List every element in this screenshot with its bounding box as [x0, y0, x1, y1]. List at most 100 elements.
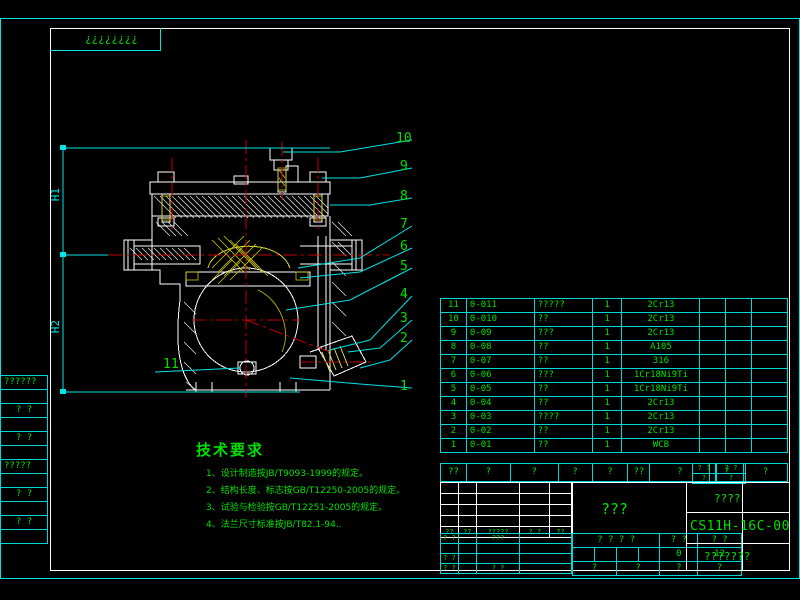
signature-cell-c: ? ? [475, 563, 521, 574]
parts-cell-name: ?? [533, 424, 593, 439]
revision-cell-d [519, 493, 551, 505]
parts-cell-name: ?? [533, 312, 593, 327]
inner-frame-left [50, 28, 51, 571]
parts-cell-name: ??? [533, 326, 593, 341]
left-strip-cell [0, 529, 48, 544]
parts-cell-material: 316 [621, 354, 701, 369]
parts-cell-code: 0-07 [465, 354, 535, 369]
tech-note-line: 1、设计制造按JB/T9093-1999的规定。 [206, 469, 369, 479]
spec-header-2: ? ? [659, 533, 699, 548]
parts-cell-c8 [751, 312, 788, 327]
balloon-10: 10 [396, 131, 412, 146]
balloon-7: 7 [400, 217, 408, 232]
parts-cell-material: 1Cr18Ni9Ti [621, 382, 701, 397]
balloon-5: 5 [400, 259, 408, 274]
left-strip-table: ?????? ? ? ? ? ????? ? ? ? ? [0, 375, 48, 544]
revision-row [440, 493, 572, 505]
dimension-h1-label: H1 [49, 188, 62, 202]
signature-cell-d [519, 563, 572, 574]
parts-cell-code: 0-01 [465, 438, 535, 453]
plh-c9: ? [743, 463, 788, 482]
parts-cell-c7 [725, 424, 753, 439]
plh-c1: ?? [440, 463, 467, 482]
parts-cell-qty: 1 [591, 410, 623, 425]
parts-cell-code: 0-010 [465, 312, 535, 327]
parts-cell-material: 2Cr13 [621, 312, 701, 327]
parts-cell-material: 2Cr13 [621, 298, 701, 313]
parts-cell-no: 8 [440, 340, 467, 355]
parts-cell-c8 [751, 368, 788, 383]
revision-cell-c [475, 493, 521, 505]
balloon-3: 3 [400, 311, 408, 326]
balloon-9: 9 [400, 159, 408, 174]
parts-cell-code: 0-02 [465, 424, 535, 439]
inner-frame-top [50, 28, 790, 29]
parts-cell-c7 [725, 354, 753, 369]
parts-cell-material: 1Cr18Ni9Ti [621, 368, 701, 383]
spec-blank [572, 547, 595, 562]
parts-cell-c7 [725, 340, 753, 355]
parts-cell-qty: 1 [591, 438, 623, 453]
parts-cell-c6 [699, 396, 727, 411]
header-box-right [160, 28, 161, 51]
spec-footer-4: ? [697, 561, 742, 576]
revision-cell-a [440, 493, 459, 505]
signature-cell-d [519, 543, 572, 554]
balloon-8: 8 [400, 189, 408, 204]
parts-cell-c8 [751, 396, 788, 411]
parts-cell-qty: 1 [591, 424, 623, 439]
parts-header-split-left: ? ? ? [692, 463, 716, 484]
tech-notes-title: 技术要求 [196, 441, 265, 459]
material-label: ??????? [704, 550, 751, 563]
company-box-bottom [686, 570, 790, 571]
drawing-number: CS11H-16C-00 [690, 519, 790, 534]
revision-cell-b [457, 515, 477, 527]
parts-cell-qty: 1 [591, 312, 623, 327]
left-strip-cell: ? ? [0, 487, 48, 502]
dimension-h2-label: H2 [49, 320, 62, 334]
parts-cell-no: 4 [440, 396, 467, 411]
parts-cell-c6 [699, 354, 727, 369]
signature-cell-c: ??? [475, 533, 521, 544]
tech-note-line: 4、法兰尺寸标准按JB/T82.1-94.. [206, 520, 342, 530]
product-name: ??? [601, 500, 629, 518]
signature-row [440, 543, 572, 554]
revision-cell-e [549, 493, 572, 505]
tech-note-line: 2、结构长度、标志按GB/T12250-2005的规定。 [206, 486, 406, 496]
split-cell: ? ? [692, 463, 716, 474]
revision-cell-d [519, 515, 551, 527]
parts-cell-c8 [751, 298, 788, 313]
signature-cell-a [440, 543, 459, 554]
signature-cell-a: ? ? [440, 533, 459, 544]
signature-cell-a: ? ? [440, 563, 459, 574]
parts-cell-c7 [725, 312, 753, 327]
parts-cell-c7 [725, 382, 753, 397]
spec-value-weight: 0 [659, 547, 699, 562]
balloon-1: 1 [400, 379, 408, 394]
header-box-bottom [50, 50, 160, 51]
tech-note-line: 3、试验与检验按GB/T12251-2005的规定。 [206, 503, 388, 513]
parts-cell-c6 [699, 368, 727, 383]
header-label: ¿¿¿¿¿¿¿¿ [85, 32, 138, 45]
revision-row [440, 504, 572, 516]
split-cell: ? ? [716, 463, 746, 474]
revision-cell-c [475, 482, 521, 494]
parts-cell-c7 [725, 396, 753, 411]
parts-cell-c6 [699, 326, 727, 341]
plh-c2: ? [465, 463, 511, 482]
company-box-div2 [686, 543, 790, 544]
plh-c4: ? [557, 463, 593, 482]
parts-cell-code: 0-08 [465, 340, 535, 355]
split-cell: ? [716, 473, 746, 484]
revision-cell-d [519, 482, 551, 494]
spec-blank [637, 547, 661, 562]
parts-cell-qty: 1 [591, 354, 623, 369]
balloon-6: 6 [400, 239, 408, 254]
parts-cell-c8 [751, 354, 788, 369]
